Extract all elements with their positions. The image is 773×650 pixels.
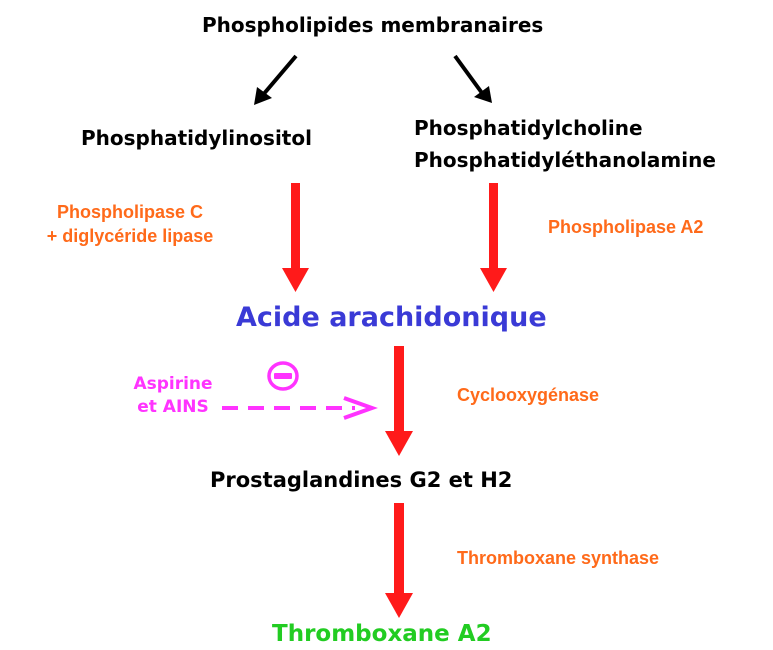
arrow-plc-to-arachidonic: [282, 183, 309, 292]
node-phospholipids: Phospholipides membranaires: [202, 13, 544, 37]
node-thromboxane: Thromboxane A2: [272, 621, 492, 647]
arrow-to-phosphatidylcholine: [453, 54, 492, 103]
node-phosphatidylcholine: Phosphatidylcholine: [414, 116, 643, 140]
enzyme-phospholipase-c: Phospholipase C + diglycéride lipase: [10, 203, 250, 245]
inhibition-minus-icon: [267, 361, 299, 391]
enzyme-cyclooxygenase: Cyclooxygénase: [457, 385, 600, 405]
inhibitor-label: Aspirine et AINS: [118, 376, 228, 416]
enzyme-phospholipase-a2: Phospholipase A2: [548, 217, 704, 237]
enzyme-plc-line2: + diglycéride lipase: [46, 226, 214, 246]
node-phosphatidylinositol: Phosphatidylinositol: [81, 126, 312, 150]
node-arachidonic-acid: Acide arachidonique: [236, 302, 547, 333]
arrow-txs-to-thromboxane: [385, 503, 413, 618]
arrow-to-phosphatidylinositol: [254, 54, 298, 105]
node-phosphatidylethanolamine: Phosphatidyléthanolamine: [414, 148, 716, 172]
inhibitor-line2: et AINS: [137, 397, 209, 417]
enzyme-thromboxane-synthase: Thromboxane synthase: [457, 548, 660, 568]
inhibitor-line1: Aspirine: [133, 374, 213, 394]
enzyme-plc-line1: Phospholipase C: [56, 202, 204, 222]
node-prostaglandins: Prostaglandines G2 et H2: [210, 468, 513, 492]
arrow-cox-to-prostaglandins: [385, 346, 413, 456]
inhibition-arrow: [222, 396, 378, 420]
arrow-pla2-to-arachidonic: [480, 183, 507, 292]
